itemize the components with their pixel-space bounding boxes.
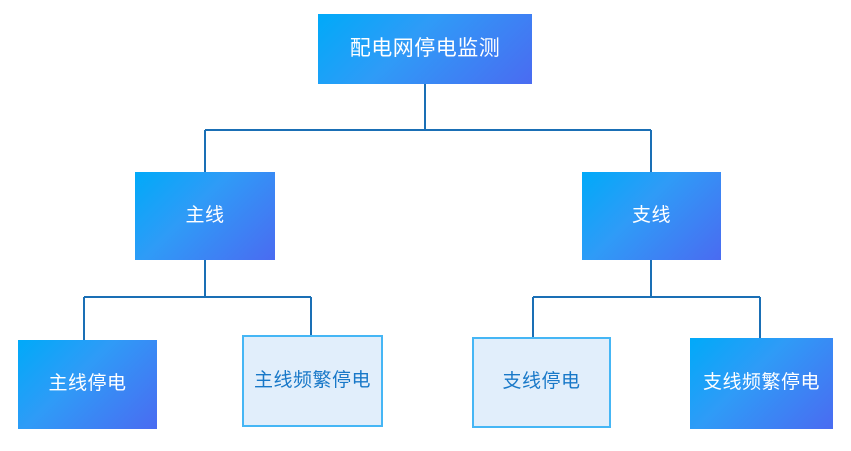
node-branch-line[interactable]: 支线	[582, 172, 721, 260]
node-branch-frequent-outage-label: 支线频繁停电	[702, 372, 820, 394]
node-root[interactable]: 配电网停电监测	[318, 14, 532, 84]
node-root-label: 配电网停电监测	[349, 37, 501, 61]
node-main-outage-label: 主线停电	[48, 373, 127, 395]
node-branch-outage[interactable]: 支线停电	[472, 337, 611, 428]
node-branch-outage-label: 支线停电	[502, 371, 581, 393]
node-main-frequent-outage[interactable]: 主线频繁停电	[242, 335, 383, 427]
node-main-line[interactable]: 主线	[135, 172, 275, 260]
node-main-frequent-outage-label: 主线频繁停电	[253, 369, 371, 391]
node-main-line-label: 主线	[185, 204, 225, 226]
node-branch-line-label: 支线	[631, 204, 671, 226]
node-branch-frequent-outage[interactable]: 支线频繁停电	[690, 338, 833, 429]
node-main-outage[interactable]: 主线停电	[18, 340, 157, 429]
